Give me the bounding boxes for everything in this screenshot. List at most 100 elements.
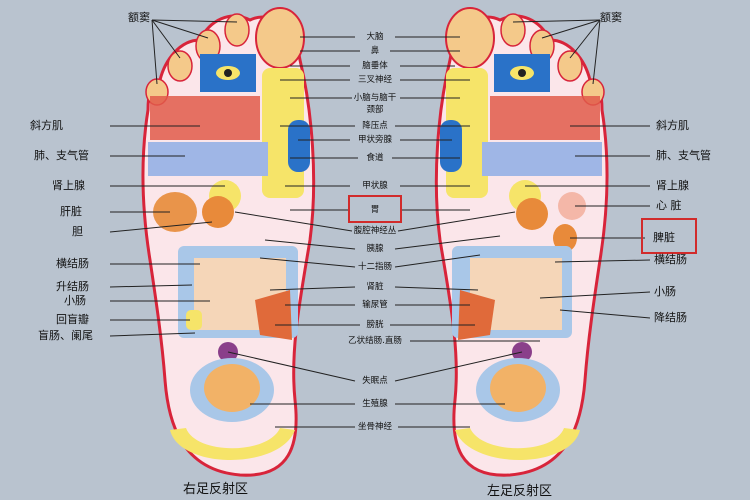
leader-line [227,351,356,382]
label-descending-colon: 降结肠 [654,311,687,324]
leader-line [264,239,356,250]
label-pancreas: 胰腺 [366,244,384,254]
label-ascending-colon: 升结肠 [56,280,89,293]
label-liver: 肝脏 [60,205,82,218]
leader-line [397,211,516,232]
label-brain: 大脑 [366,32,384,42]
stomach-highlight-box [348,195,402,223]
left-heart [558,192,586,220]
label-insomnia-point: 失眠点 [362,376,388,386]
right-parathyroid [288,120,310,172]
right-sciatic-arc [170,428,295,460]
label-transverse-colon-right: 横结肠 [56,257,89,270]
label-small-intestine-right: 小肠 [64,294,86,307]
label-hypotension-point: 降压点 [362,121,388,131]
left-eye-pupil [518,69,526,77]
label-adrenal-left: 肾上腺 [656,179,689,192]
leader-line [569,19,601,59]
label-heart: 心 脏 [656,199,682,212]
label-frontal-sinus-left: 额窦 [600,11,622,24]
label-trapezius-left: 斜方肌 [656,119,689,132]
leader-line [554,259,651,263]
right-big-toe [255,7,305,69]
right-toe-4 [167,50,193,82]
leader-line [269,286,356,291]
spleen-highlight-box [641,218,697,254]
label-lung-bronchus-left: 肺、支气管 [656,149,711,162]
leader-line [259,257,356,268]
left-lung-zone [482,142,602,176]
label-cerebellum-brainstem: 小脑与脑干 [353,93,397,103]
caption-right-foot: 右足反射区 [183,482,249,497]
label-spleen: 脾脏 [653,231,675,244]
label-parathyroid: 甲状旁腺 [357,135,393,145]
leader-line [109,221,213,233]
label-adrenal-right: 肾上腺 [52,179,85,192]
label-genitals: 生殖腺 [362,399,388,409]
leader-line [512,19,601,23]
left-parathyroid [440,120,462,172]
leader-line [394,235,501,250]
leader-line [109,284,193,288]
label-transverse-colon-left: 横结肠 [654,253,687,266]
leader-line [559,309,651,319]
label-celiac-plexus: 腹腔神经丛 [353,226,397,236]
label-frontal-sinus-right: 额窦 [128,11,150,24]
label-gallbladder: 胆 [72,225,83,238]
left-sciatic-arc [455,428,580,460]
left-big-toe [445,7,495,69]
leader-line [539,291,651,299]
right-liver [153,192,197,232]
leader-line [151,19,238,23]
leader-line [109,332,196,337]
leader-lines [109,19,651,428]
label-small-intestine-left: 小肠 [654,285,676,298]
label-pituitary: 脑垂体 [362,61,388,71]
leader-line [592,19,601,85]
left-stomach-area [516,198,548,230]
right-foot [141,7,316,477]
label-neck: 颈部 [366,105,384,115]
right-kidney [255,290,292,340]
right-lung-zone [148,142,268,176]
right-eye-pupil [224,69,232,77]
leader-line [541,19,601,39]
label-kidney: 肾脏 [366,282,384,292]
leader-line [234,211,353,232]
label-lung-bronchus-right: 肺、支气管 [34,149,89,162]
right-gallbladder [202,196,234,228]
left-toe-2 [500,13,526,47]
right-toe-2 [224,13,250,47]
left-genitals [490,364,546,412]
label-ureter: 输尿管 [362,300,388,310]
label-stomach: 胃 [370,205,380,215]
label-bladder: 膀胱 [366,320,384,330]
leader-line [394,351,523,382]
label-cecum-appendix: 盲肠、阑尾 [38,329,93,342]
label-nose: 鼻 [370,46,380,56]
label-thyroid: 甲状腺 [362,181,388,191]
leader-line [151,19,181,59]
left-kidney [458,290,495,340]
left-foot [434,7,609,477]
leader-line [394,254,481,268]
label-sciatic-nerve: 坐骨神经 [357,422,393,432]
label-duodenum: 十二指肠 [357,262,393,272]
leader-line [151,19,209,39]
left-spleen [553,224,577,252]
label-trapezius-right: 斜方肌 [30,119,63,132]
label-ileocecal-valve: 回盲瓣 [56,313,89,326]
right-ileocecal [186,310,202,330]
left-shoulder-zone [490,96,600,140]
right-shoulder-zone [150,96,260,140]
label-sigmoid-rectum: 乙状结肠.直肠 [348,336,402,346]
leader-line [151,19,158,85]
label-esophagus: 食道 [366,153,384,163]
leader-line [394,286,479,291]
left-toe-4 [557,50,583,82]
right-genitals [204,364,260,412]
label-trigeminal: 三叉神经 [357,75,393,85]
caption-left-foot: 左足反射区 [487,484,553,499]
